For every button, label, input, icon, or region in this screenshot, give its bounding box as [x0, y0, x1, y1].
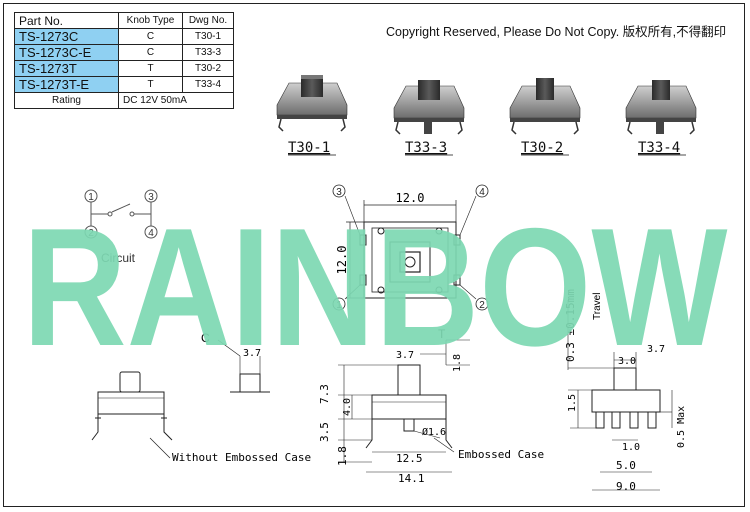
dim-label: 3.7	[243, 348, 261, 359]
knob-c-detail	[217, 339, 270, 393]
footprint-pin: 4	[479, 187, 485, 198]
dim-label: 14.1	[398, 472, 425, 485]
circuit-pin: 3	[148, 192, 154, 203]
dim-label: 3.5	[318, 422, 331, 442]
product-t33-4-image	[625, 80, 697, 135]
dim-label: 12.5	[396, 452, 423, 465]
copyright-notice: Copyright Reserved, Please Do Not Copy. …	[386, 25, 727, 39]
part-name: TS-1273C	[14, 28, 119, 45]
table-row: TS-1273C C T30-1	[14, 28, 234, 45]
table-row: TS-1273T-E T T33-4	[14, 76, 234, 93]
footprint-pin: 2	[479, 300, 485, 311]
circuit-diagram	[84, 189, 158, 239]
dim-label: 1.5	[567, 394, 578, 412]
dim-label: 1.0	[622, 442, 640, 453]
sheet-border	[3, 3, 745, 507]
table-row: TS-1273C-E C T33-3	[14, 44, 234, 61]
product-label: T33-4	[638, 140, 680, 156]
side-view-without-case	[91, 371, 173, 441]
dim-label: 1.8	[336, 446, 349, 466]
product-t30-2-image	[509, 78, 581, 135]
product-label: T30-1	[288, 140, 330, 156]
product-t33-3-image	[393, 80, 465, 135]
dim-label: 3.7	[396, 350, 414, 361]
knob-c-label: C	[201, 331, 210, 345]
dim-label: 7.3	[318, 384, 331, 404]
rating-value: DC 12V 50mA	[118, 92, 234, 109]
product-t30-1-image	[276, 75, 348, 132]
part-name: TS-1273T-E	[14, 76, 119, 93]
dim-label: Ø1.6	[422, 426, 446, 438]
dim-label: 0.5 Max	[676, 406, 687, 448]
front-view	[567, 300, 673, 491]
footprint-top-view	[332, 184, 489, 311]
footprint-height-label: 12.0	[335, 246, 349, 275]
table-row: TS-1273T T T30-2	[14, 60, 234, 77]
travel-label: Travel	[592, 293, 603, 320]
side-view-embossed	[338, 339, 470, 473]
footprint-pin: 3	[336, 187, 342, 198]
circuit-pin: 2	[88, 228, 94, 239]
dim-label: 1.8	[452, 354, 463, 372]
circuit-pin: 1	[88, 192, 94, 203]
part-name: TS-1273C-E	[14, 44, 119, 61]
circuit-pin: 4	[148, 228, 154, 239]
knob-t-label: T	[438, 327, 446, 341]
dim-label: 3.0	[618, 356, 636, 367]
dim-label: 5.0	[616, 459, 636, 472]
leader-line	[149, 437, 171, 459]
rainbow-watermark: RAINBOW	[23, 193, 728, 381]
product-label: T33-3	[405, 140, 447, 156]
without-case-label: Without Embossed Case	[172, 451, 311, 464]
product-label: T30-2	[521, 140, 563, 156]
dim-label: 4.0	[342, 398, 353, 416]
footprint-width-label: 12.0	[396, 191, 425, 205]
travel-dim-label: 0.3 ±0.15mm	[564, 289, 577, 362]
dim-label: 3.7	[647, 344, 665, 355]
footprint-pin: 1	[336, 300, 342, 311]
embossed-case-label: Embossed Case	[458, 448, 544, 461]
rating-row: Rating DC 12V 50mA	[14, 92, 234, 109]
dim-label: 9.0	[616, 480, 636, 493]
circuit-label: Circuit	[101, 251, 136, 265]
part-table: Part No. Knob Type Dwg No. TS-1273C C T3…	[14, 12, 234, 109]
